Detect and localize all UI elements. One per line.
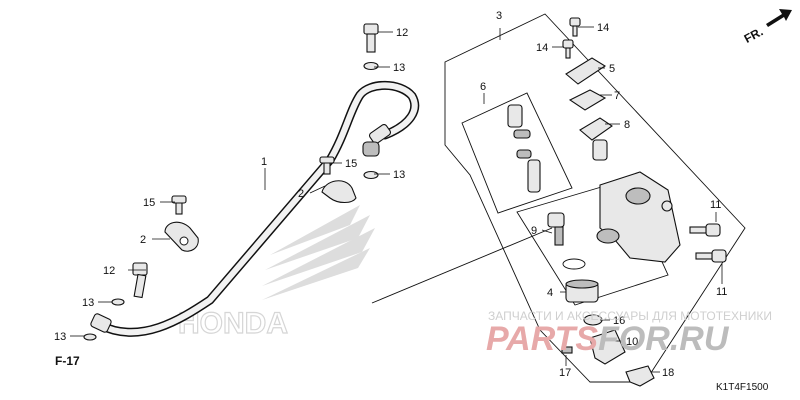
lower-parts (547, 212, 599, 303)
part-label-9: 9 (531, 225, 537, 237)
watermark-caption: ЗАПЧАСТИ И АКСЕССУАРЫ ДЛЯ МОТОТЕХНИКИ (488, 309, 772, 323)
part-label-7: 7 (614, 90, 620, 102)
piston-set-box (461, 92, 573, 214)
honda-wing-watermark (262, 205, 375, 300)
part-label-4: 4 (547, 287, 553, 299)
part-label-10: 10 (626, 336, 638, 348)
brake-hose (90, 80, 420, 337)
diagram-code: K1T4F1500 (716, 382, 769, 393)
part-label-12: 12 (103, 265, 115, 277)
part-label-13: 13 (54, 331, 66, 343)
banjo-bolt-bottom (83, 262, 148, 341)
front-arrow: FR. (742, 9, 792, 46)
part-label-11: 11 (710, 199, 721, 211)
piston-set (507, 104, 541, 193)
part-label-15: 15 (345, 158, 357, 170)
leader-lines (70, 26, 723, 373)
part-label-13: 13 (393, 62, 405, 74)
mount-bolts (689, 223, 727, 263)
hose-clamp-upper (319, 156, 357, 204)
part-label-3: 3 (496, 10, 502, 22)
watermark-logo-domain: FOR.RU (598, 320, 730, 358)
part-label-8: 8 (624, 119, 630, 131)
part-label-15: 15 (143, 197, 155, 209)
master-cylinder-body (596, 171, 681, 263)
part-label-14: 14 (536, 42, 548, 54)
part-label-2: 2 (140, 234, 146, 246)
reservoir-cap-parts (562, 17, 613, 161)
part-label-6: 6 (480, 81, 486, 93)
part-label-11: 11 (716, 286, 727, 298)
banjo-bolt-top (362, 23, 380, 180)
hose-clamp-left (164, 195, 199, 252)
watermark-logo-parts: PARTS (486, 320, 598, 358)
arrow-icon (766, 9, 792, 27)
figure-reference: F-17 (55, 354, 80, 368)
reservoir-parts-box (516, 179, 669, 306)
part-label-13: 13 (82, 297, 94, 309)
part-label-14: 14 (597, 22, 609, 34)
watermark-logo: PARTSFOR.RU (486, 320, 730, 358)
part-label-16: 16 (613, 315, 625, 327)
part-label-1: 1 (261, 156, 267, 168)
part-label-2: 2 (298, 188, 304, 200)
master-cylinder-outline (444, 13, 746, 383)
part-label-12: 12 (396, 27, 408, 39)
part-labels: 1 2 2 3 4 5 6 7 8 9 10 11 11 12 12 13 13… (54, 10, 727, 379)
part-label-13: 13 (393, 169, 405, 181)
part-label-17: 17 (559, 367, 571, 379)
part-label-5: 5 (609, 63, 615, 75)
part-label-18: 18 (662, 367, 674, 379)
svg-text:FR.: FR. (742, 24, 766, 45)
